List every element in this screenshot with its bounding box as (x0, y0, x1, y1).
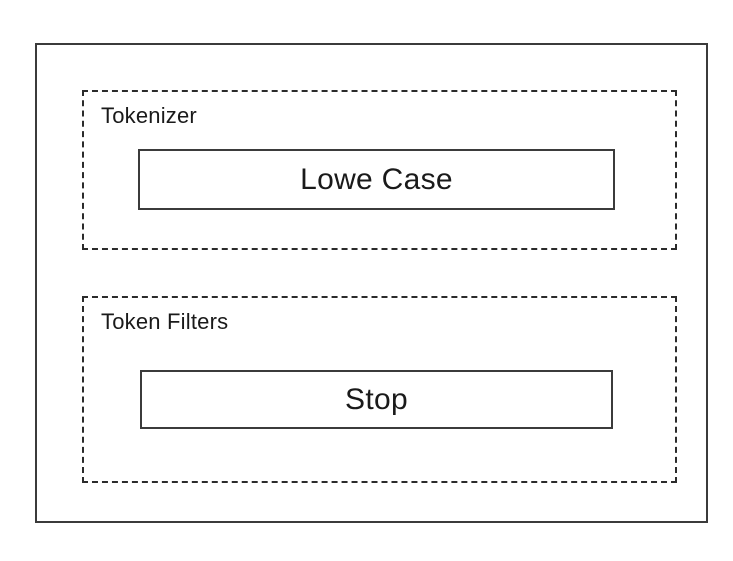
item-lowe-case[interactable]: Lowe Case (138, 149, 615, 210)
analyzer-container: Tokenizer Lowe Case Token Filters Stop (35, 43, 708, 523)
group-tokenizer: Tokenizer Lowe Case (82, 90, 677, 250)
group-token-filters-label: Token Filters (101, 309, 229, 334)
item-lowe-case-label: Lowe Case (300, 162, 453, 196)
item-stop-label: Stop (345, 382, 408, 416)
group-token-filters: Token Filters Stop (82, 296, 677, 483)
item-stop[interactable]: Stop (140, 370, 613, 429)
group-tokenizer-label: Tokenizer (101, 103, 197, 128)
